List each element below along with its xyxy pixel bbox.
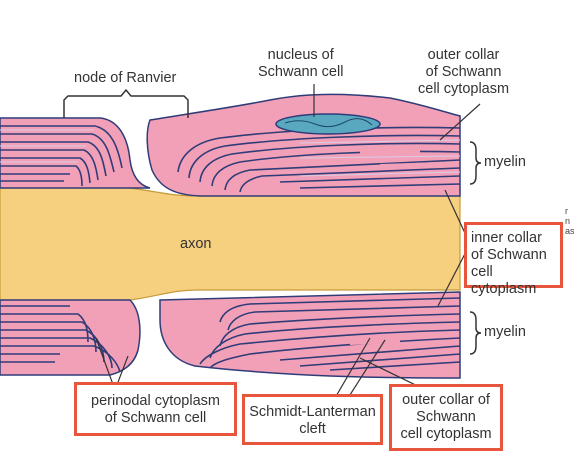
node-of-ranvier-bracket — [63, 88, 189, 118]
lower-cleft-b — [350, 338, 400, 345]
schmidt-lanterman-box: Schmidt-Lanterman cleft — [242, 394, 383, 445]
myelin-bottom-label: myelin — [484, 324, 526, 340]
lower-cleft-a — [370, 324, 420, 331]
perinodal-cytoplasm-box: perinodal cytoplasm of Schwann cell — [74, 382, 237, 436]
myelin-top-label: myelin — [484, 154, 526, 170]
outer-collar-top-label: outer collar of Schwann cell cytoplasm — [418, 47, 510, 97]
outer-collar-bottom-box: outer collar of Schwann cell cytoplasm — [389, 384, 503, 451]
schwann-nucleus — [275, 113, 381, 135]
axon-core — [0, 187, 461, 301]
myelin-bottom-brace — [469, 311, 482, 355]
upper-left-internode — [0, 117, 151, 189]
upper-sheath — [0, 93, 461, 197]
lower-right-internode — [159, 291, 461, 379]
node-of-ranvier-label: node of Ranvier — [74, 70, 177, 86]
nucleus-label: nucleus of Schwann cell — [258, 47, 344, 80]
axon-label: axon — [180, 236, 212, 252]
myelin-top-brace — [469, 141, 482, 185]
upper-cleft-a — [360, 148, 420, 155]
cropped-text-fragments: r n as — [565, 206, 574, 236]
inner-collar-box: inner collar of Schwann cell cytoplasm — [464, 222, 563, 297]
lower-sheath — [0, 291, 461, 379]
upper-cleft-b — [380, 162, 440, 169]
